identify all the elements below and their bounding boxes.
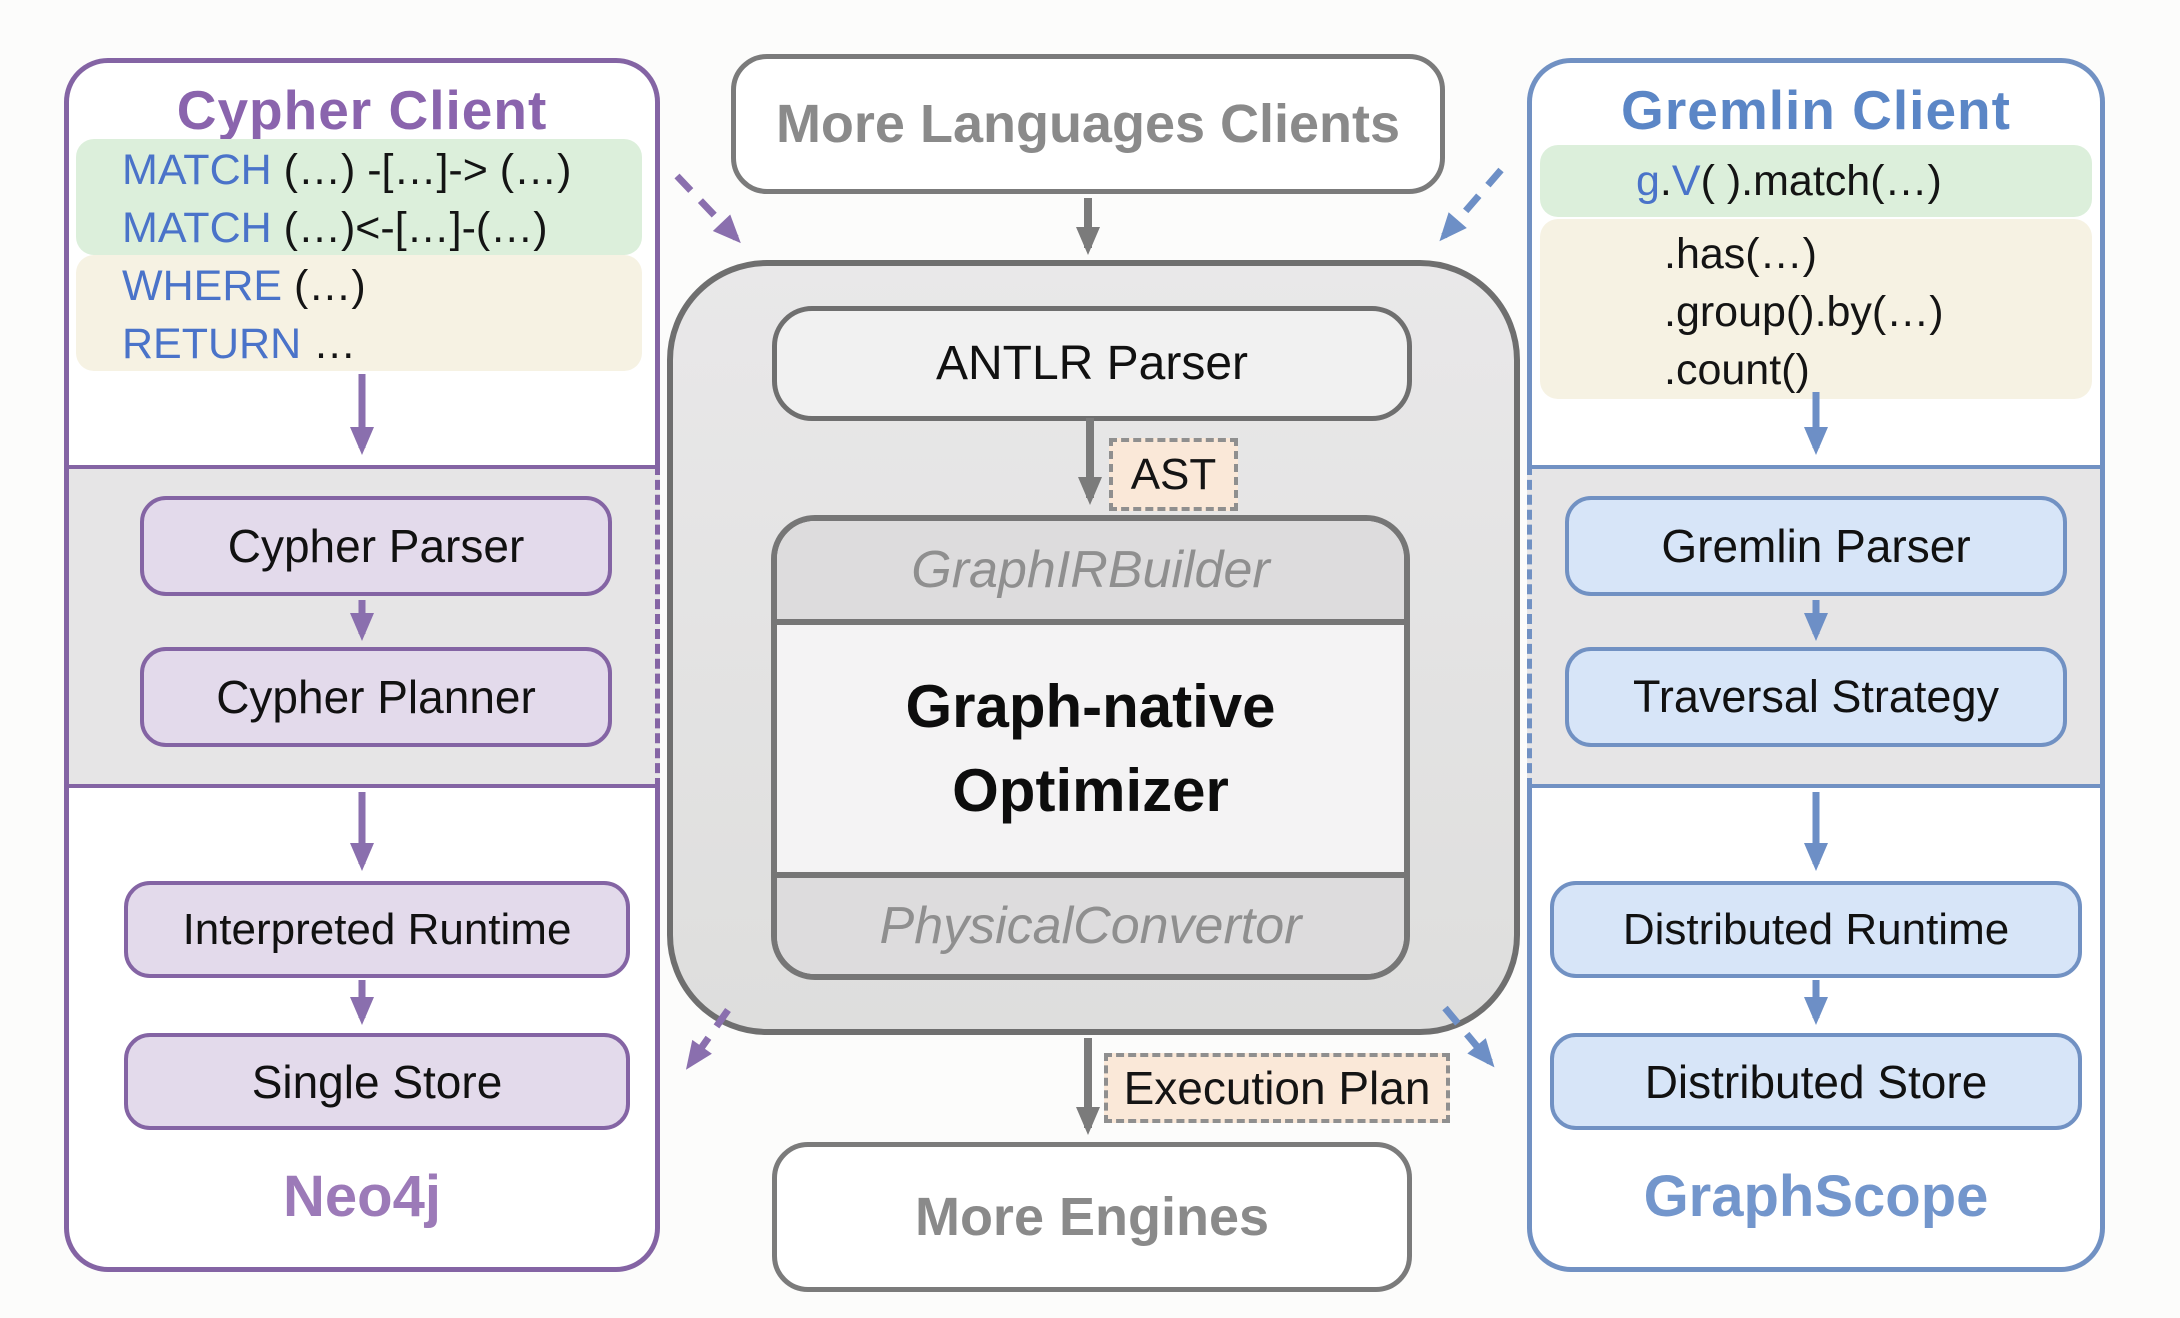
code-line: MATCH (…)<-[…]-(…) [122, 204, 548, 252]
gremlin-code-green: g.V( ).match(…) [1540, 145, 2092, 217]
code-line: WHERE (…) [122, 262, 366, 310]
single-store-box: Single Store [124, 1033, 630, 1130]
cypher-code-beige: WHERE (…) RETURN … [76, 255, 642, 371]
more-engines-box: More Engines [772, 1142, 1412, 1292]
gremlin-client-title: Gremlin Client [1621, 79, 2011, 141]
cypher-client-panel: Cypher Client MATCH (…) -[…]-> (…) MATCH… [64, 58, 660, 1272]
code-line: .group().by(…) [1664, 288, 1944, 336]
cypher-client-title: Cypher Client [176, 79, 548, 141]
code-line: MATCH (…) -[…]-> (…) [122, 146, 572, 194]
graph-native-optimizer-label: Graph-native Optimizer [777, 631, 1404, 866]
neo4j-caption: Neo4j [283, 1164, 441, 1229]
antlr-parser-box: ANTLR Parser [772, 306, 1412, 421]
gremlin-code-beige: .has(…) .group().by(…) .count() [1540, 219, 2092, 399]
dashed-arrow-gremlin-to-compiler [1439, 167, 1504, 242]
code-line: .count() [1664, 346, 1810, 394]
execution-plan-tag: Execution Plan [1104, 1053, 1450, 1123]
dashed-arrow-cypher-to-compiler [674, 173, 741, 244]
distributed-store-box: Distributed Store [1550, 1033, 2082, 1130]
code-line: RETURN … [122, 320, 357, 368]
cypher-parser-box: Cypher Parser [140, 496, 612, 596]
graphscope-caption: GraphScope [1643, 1164, 1989, 1229]
gie-compiler-container: ANTLR Parser GraphIRBuilder Graph-native… [667, 260, 1520, 1035]
optimizer-compound-box: GraphIRBuilder Graph-native Optimizer Ph… [771, 515, 1410, 980]
code-line: g.V( ).match(…) [1636, 157, 1942, 205]
more-languages-clients-box: More Languages Clients [731, 54, 1445, 194]
gremlin-parser-box: Gremlin Parser [1565, 496, 2067, 596]
distributed-runtime-box: Distributed Runtime [1550, 881, 2082, 978]
gremlin-client-panel: Gremlin Client g.V( ).match(…) .has(…) .… [1527, 58, 2105, 1272]
ast-tag: AST [1109, 438, 1238, 511]
optimizer-line-1: Graph-native [905, 672, 1276, 740]
cypher-code-green: MATCH (…) -[…]-> (…) MATCH (…)<-[…]-(…) [76, 139, 642, 255]
physical-convertor-footer: PhysicalConvertor [777, 872, 1404, 974]
code-line: .has(…) [1664, 230, 1817, 278]
graph-ir-builder-header: GraphIRBuilder [777, 521, 1404, 625]
optimizer-line-2: Optimizer [952, 756, 1229, 824]
cypher-planner-box: Cypher Planner [140, 647, 612, 747]
traversal-strategy-box: Traversal Strategy [1565, 647, 2067, 747]
interpreted-runtime-box: Interpreted Runtime [124, 881, 630, 978]
